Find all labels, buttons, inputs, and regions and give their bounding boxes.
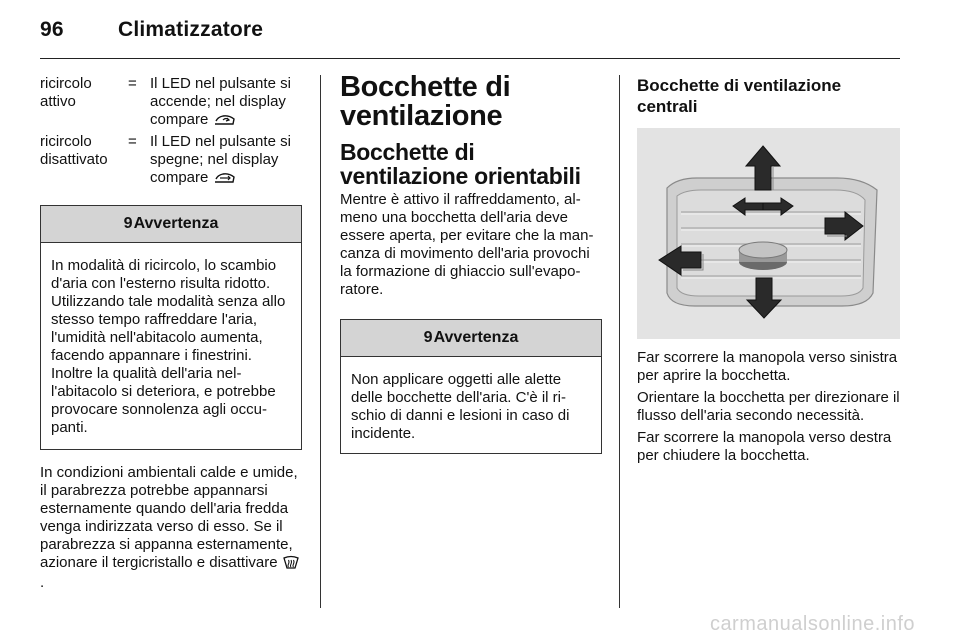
cooling-paragraph: Mentre è attivo il raffreddamento, al­me… (340, 191, 594, 298)
instruction-orient: Orientare la bocchetta per direzio­nare … (637, 389, 900, 424)
instruction-open: Far scorrere la manopola verso sini­stra… (637, 349, 898, 384)
warning-body: Non applicare oggetti alle alette delle … (351, 371, 570, 442)
column-divider-2 (619, 75, 620, 608)
page-number: 96 (40, 18, 64, 41)
warning-symbol: 9 (123, 215, 133, 232)
definition-desc: Il LED nel pulsante si spegne; nel displ… (150, 133, 302, 189)
column-3: Bocchette di ventilazione centrali (637, 75, 900, 465)
definition-equals: = (128, 75, 137, 92)
definition-equals: = (128, 133, 137, 150)
air-vent-illustration-svg (658, 145, 878, 319)
section-subheading: Bocchette di ventilazione orientabili (340, 139, 581, 189)
definition-desc: Il LED nel pulsante si accende; nel disp… (150, 75, 302, 131)
instruction-close: Far scorrere la manopola verso de­stra p… (637, 429, 892, 464)
page-title: Climatizzatore (118, 18, 264, 41)
definition-desc-text: Il LED nel pulsante si spegne; nel displ… (150, 133, 291, 186)
warning-symbol: 9 (423, 329, 433, 346)
warning-body: In modalità di ricircolo, lo scambio d'a… (51, 257, 286, 436)
recirculation-off-icon (213, 171, 237, 189)
definition-row-recirculation-off: ricircolo disattivato = Il LED nel pulsa… (40, 133, 302, 189)
warning-title: Avvertenza (133, 215, 219, 232)
recirculation-on-icon (213, 113, 237, 131)
column-2: Bocchette di ventilazione Bocchette di v… (340, 71, 602, 454)
page-header: 96 Climatizzatore (40, 18, 263, 42)
defrost-icon (282, 555, 300, 574)
section-heading: Bocchette di ventilazione centrali (637, 76, 842, 116)
header-rule (40, 58, 900, 59)
column-1: ricircolo attivo = Il LED nel pulsante s… (40, 75, 302, 592)
definition-term: ricircolo attivo (40, 75, 92, 110)
fogging-paragraph: In condizioni ambientali calde e umide, … (40, 464, 302, 592)
fogging-text: In condizioni ambientali calde e umide, … (40, 464, 298, 571)
air-vent-illustration (637, 128, 900, 339)
fogging-text-end: . (40, 574, 45, 591)
column-divider-1 (320, 75, 321, 608)
warning-title: Avvertenza (433, 329, 519, 346)
definition-row-recirculation-on: ricircolo attivo = Il LED nel pulsante s… (40, 75, 302, 131)
definition-term: ricircolo disattivato (40, 133, 108, 168)
section-heading: Bocchette di ventilazione (340, 71, 511, 132)
watermark: carmanualsonline.info (709, 613, 915, 635)
definition-desc-text: Il LED nel pulsante si accende; nel disp… (150, 75, 291, 128)
